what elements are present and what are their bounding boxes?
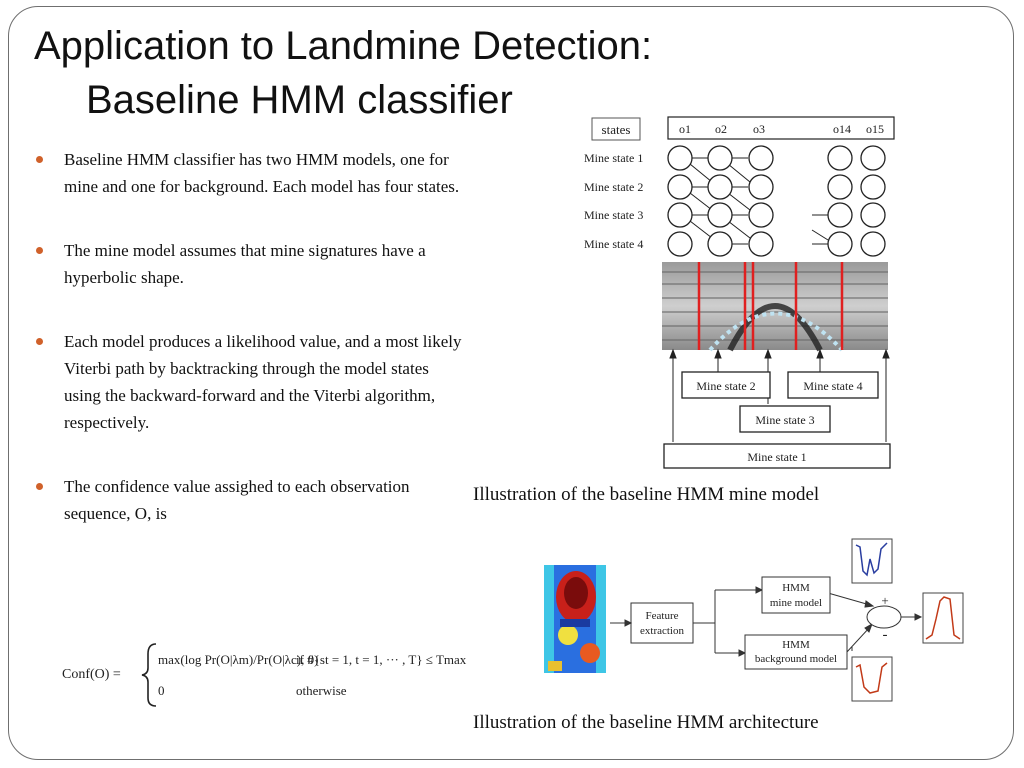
bullet-item: The confidence value assighed to each ob… [36,473,466,527]
hmm-background-model-label: background model [755,653,837,665]
observation-label: o14 [833,122,851,136]
mine-likelihood-plot [851,538,893,584]
bullet-item: Each model produces a likelihood value, … [36,328,466,436]
slide-title-line2: Baseline HMM classifier [86,78,513,122]
hmm-mine-model-label: mine model [770,597,822,609]
hmm-mine-model-label: HMM [782,582,810,594]
observation-label: o15 [866,122,884,136]
observation-label: o2 [715,122,727,136]
feature-extraction-box [630,602,694,644]
combiner-node [866,605,902,629]
mine-state-1-box [663,443,891,469]
formula-case1-expr: max(log Pr(O|λm)/Pr(O|λc), 0) [158,652,318,667]
mine-model-caption: Illustration of the baseline HMM mine mo… [473,484,820,505]
formula-case2-cond: otherwise [296,683,347,698]
formula-case1-cond: if #{st = 1, t = 1, ··· , T} ≤ Tmax [296,652,467,667]
state-circles [667,145,886,257]
mine-state-2-box [681,371,771,399]
formula-lhs: Conf(O) = [62,667,121,682]
bullet-text: Each model produces a likelihood value, … [64,332,462,432]
mine-state-4-label: Mine state 4 [803,379,862,393]
bullet-text: The confidence value assighed to each ob… [64,477,410,523]
row-label: Mine state 4 [584,237,643,251]
bullet-item: The mine model assumes that mine signatu… [36,237,466,291]
mine-state-4-box [787,371,879,399]
mine-state-1-label: Mine state 1 [747,450,806,464]
observation-label: o3 [753,122,765,136]
observation-label: o1 [679,122,691,136]
mine-state-3-box [739,405,831,433]
mine-state-2-label: Mine state 2 [696,379,755,393]
bullet-dot-icon [36,338,43,345]
hmm-mine-model-box [761,576,831,614]
states-label-box [591,117,641,141]
mine-model-figure: states o1 o2 o3 o14 o15 Mine state 1 Min… [584,116,895,469]
formula-case2-expr: 0 [158,683,165,698]
row-label: Mine state 3 [584,208,643,222]
architecture-figure: Feature extraction HMM mine model HMM ba… [544,538,964,702]
row-label: Mine state 2 [584,180,643,194]
bullet-dot-icon [36,483,43,490]
gpr-signature-image [662,262,888,352]
hmm-background-model-label: HMM [782,639,810,651]
formula-brace [141,643,157,707]
feature-heatmap-image [544,565,606,673]
bullet-dot-icon [36,247,43,254]
states-label: states [602,122,631,137]
bullet-text: Baseline HMM classifier has two HMM mode… [64,150,460,196]
observation-header-bar [667,116,895,140]
plus-sign: + [881,593,888,608]
state-transitions [689,157,829,245]
confidence-output-plot [922,592,964,644]
minus-sign: - [883,627,888,643]
bullet-item: Baseline HMM classifier has two HMM mode… [36,146,466,200]
background-likelihood-plot [851,656,893,702]
architecture-caption: Illustration of the baseline HMM archite… [473,712,819,733]
confidence-formula: Conf(O) = max(log Pr(O|λm)/Pr(O|λc), 0) … [62,643,467,707]
bullet-dot-icon [36,156,43,163]
row-label: Mine state 1 [584,151,643,165]
hmm-background-model-box [744,634,848,670]
bullet-list: Baseline HMM classifier has two HMM mode… [36,146,466,564]
slide-frame [8,6,1014,760]
feature-extraction-label: extraction [640,625,684,637]
feature-extraction-label: Feature [646,610,679,622]
slide-title-line1: Application to Landmine Detection: [34,24,653,68]
architecture-connectors [610,586,923,657]
bullet-text: The mine model assumes that mine signatu… [64,241,426,287]
mine-state-3-label: Mine state 3 [755,413,814,427]
